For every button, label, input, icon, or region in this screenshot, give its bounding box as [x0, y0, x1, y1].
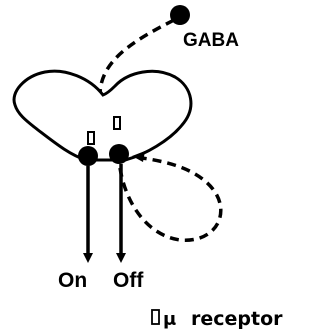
on-label: On	[58, 269, 87, 292]
off-cell-feedback-loop	[120, 158, 221, 240]
off-label: Off	[113, 269, 144, 292]
on-cell	[78, 146, 98, 166]
legend-mu-symbol: μ	[163, 309, 176, 330]
mu-receptor-marker	[114, 117, 120, 129]
legend-receptor-label: receptor	[191, 308, 283, 330]
brain-region-outline	[14, 71, 191, 160]
legend-mu-receptor-marker	[152, 310, 159, 324]
off-cell	[109, 144, 129, 164]
gaba-label: GABA	[183, 30, 239, 51]
mu-receptor-marker	[88, 132, 94, 144]
